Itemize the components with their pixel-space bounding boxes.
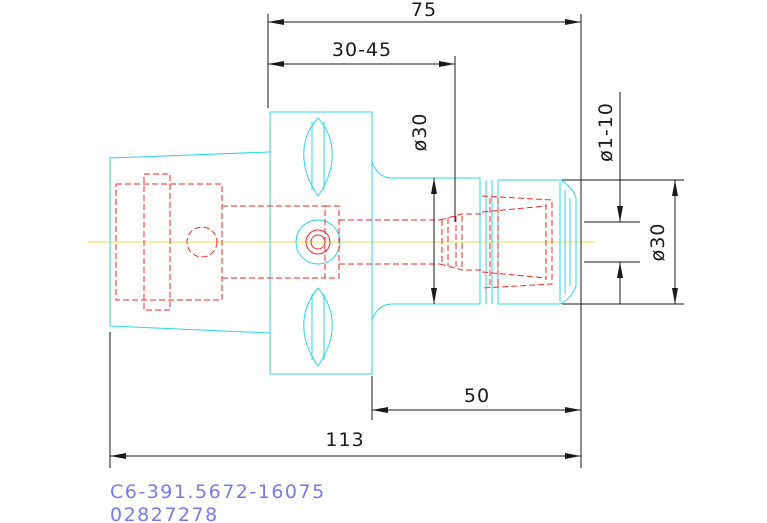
dim-113-label: 113 xyxy=(325,429,364,451)
dim-clamp-diameter-label: ø1-10 xyxy=(595,102,617,162)
hidden-lines xyxy=(115,173,553,311)
dim-50-label: 50 xyxy=(464,385,490,407)
order-number: 02827278 xyxy=(110,504,219,523)
dim-nose-diameter-label: ø30 xyxy=(647,223,669,262)
dim-bore-diameter-label: ø30 xyxy=(409,113,431,152)
dimension-lines xyxy=(109,14,684,468)
dim-75-label: 75 xyxy=(411,0,437,21)
part-code: C6-391.5672-16075 xyxy=(110,481,326,503)
body-outline xyxy=(109,111,577,375)
dim-30-45-label: 30-45 xyxy=(332,39,392,61)
